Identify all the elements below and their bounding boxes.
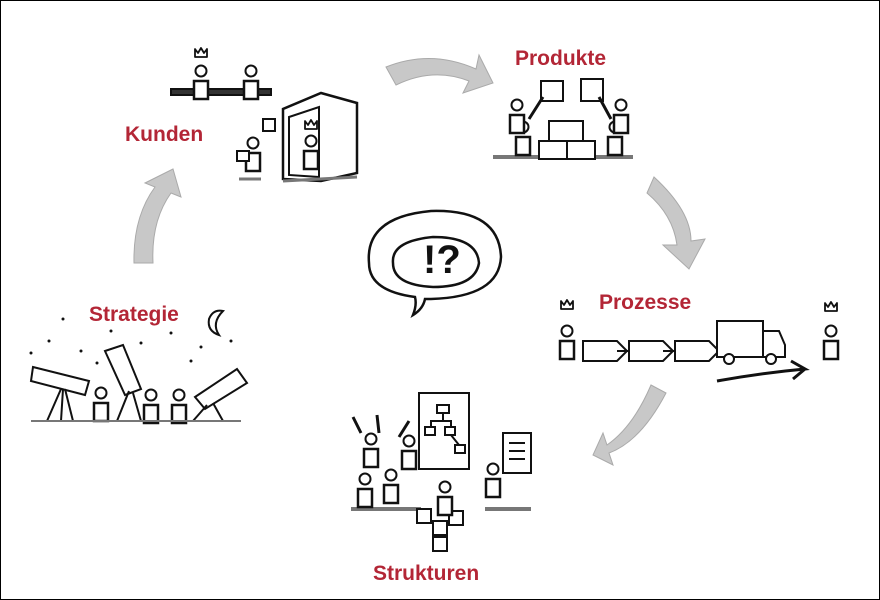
stage-label-prozesse: Prozesse: [599, 291, 692, 314]
strukturen-illustration: [351, 392, 532, 552]
speech-bubble-icon: !?: [367, 209, 503, 318]
telescope-icon: [192, 367, 249, 422]
org-chart-icon: [418, 392, 470, 470]
truck-icon: [716, 320, 786, 365]
cycle-arrow-icon: [592, 384, 667, 466]
cycle-arrow-icon: [385, 53, 494, 94]
stage-label-kunden: Kunden: [125, 123, 204, 146]
telescope-icon: [29, 365, 91, 422]
stars: [29, 317, 233, 365]
cycle-arrow-icon: [646, 176, 706, 270]
stage-label-produkte: Produkte: [515, 47, 607, 70]
kunden-illustration: [170, 47, 359, 183]
document-icon: [502, 432, 532, 474]
produkte-illustration: [493, 78, 633, 160]
strategie-illustration: [29, 309, 249, 425]
stage-label-strukturen: Strukturen: [373, 562, 480, 585]
prozesse-illustration: [558, 299, 840, 383]
moon-icon: [207, 309, 226, 337]
puzzle-icon: [416, 508, 464, 552]
center-symbol-text: !?: [423, 238, 461, 282]
cycle-arrow-icon: [133, 168, 182, 264]
stage-label-strategie: Strategie: [89, 303, 179, 326]
telescope-icon: [103, 343, 143, 422]
box-icon: [538, 78, 604, 160]
